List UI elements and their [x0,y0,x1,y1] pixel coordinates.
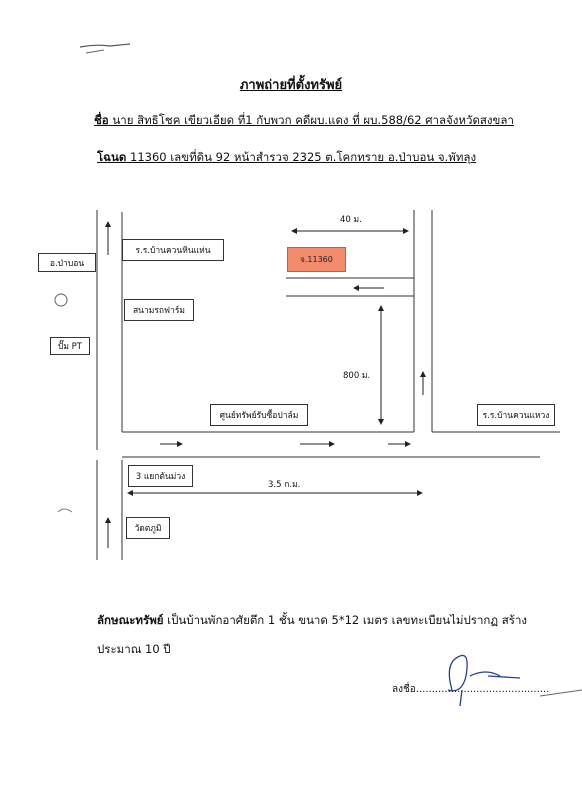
scribble-mark-2 [85,49,105,54]
margin-line [539,689,582,697]
owner-label: ชื่อ [94,113,109,127]
signature-line: ลงชื่อ..................................… [392,684,550,695]
label-school-waeng: ร.ร.บ้านควนแหวง [477,404,555,426]
label-support-center: ศูนย์ทรัพย์รับซื้อปาล์ม [210,404,308,426]
label-temple: วัดตภูมิ [126,517,170,539]
label-football: สนามรถฟาร์ม [124,299,194,321]
margin-mark [57,508,73,513]
description-label: ลักษณะทรัพย์ [97,613,164,627]
plot-marker: จ.11360 [287,247,346,272]
owner-line: ชื่อ นาย สิทธิโชค เขียวเอียด ที่1 กับพวก… [94,112,514,130]
owner-text: นาย สิทธิโชค เขียวเอียด ที่1 กับพวก คดีผ… [108,113,514,127]
deed-text: 11360 เลขที่ดิน 92 หน้าสำรวจ 2325 ต.โคกท… [126,150,477,164]
distance-40m: 40 ม. [340,215,362,225]
page-title: ภาพถ่ายที่ตั้งทรัพย์ [239,78,343,93]
description-text: เป็นบ้านพักอาศัยตึก 1 ชั้น ขนาด 5*12 เมต… [163,613,528,627]
label-pa-bon: อ.ป่าบอน [38,253,96,272]
deed-label: โฉนด [97,150,127,164]
scribble-mark [79,43,131,48]
label-junction: 3 แยกต้นม่วง [128,465,193,487]
property-description: ลักษณะทรัพย์ เป็นบ้านพักอาศัยตึก 1 ชั้น … [97,612,527,630]
label-school-hin-haen: ร.ร.บ้านควนหินแห่น [122,239,224,261]
label-pump: ปั๊ม PT [50,337,90,355]
description-text-2: ประมาณ 10 ปี [97,642,171,656]
deed-line: โฉนด 11360 เลขที่ดิน 92 หน้าสำรวจ 2325 ต… [97,149,476,167]
signature-mark [447,654,521,707]
punch-hole [54,293,68,307]
distance-800m: 800 ม. [343,371,371,381]
distance-3-5km: 3.5 ก.ม. [268,480,301,490]
